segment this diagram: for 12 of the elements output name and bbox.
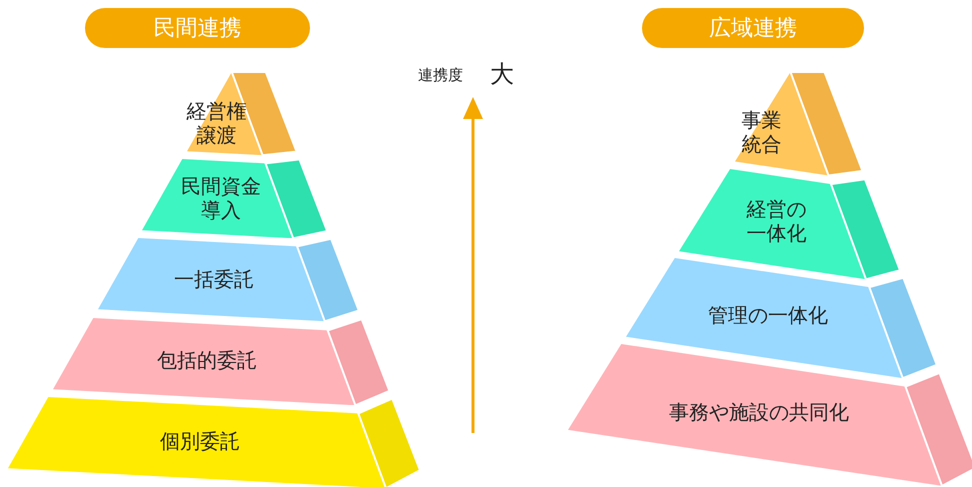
layer-label: 経営の一体化: [746, 196, 808, 245]
axis-label: 連携度: [418, 66, 463, 85]
layer-label: 個別委託: [159, 429, 242, 454]
heading-pill: 広域連携: [642, 8, 864, 48]
layer-label: 管理の一体化: [706, 303, 829, 328]
heading-pill: 民間連携: [85, 8, 310, 48]
layer-label: 民間資金導入: [180, 174, 262, 222]
layer-label: 事務や施設の共同化: [668, 400, 850, 424]
axis-label: 大: [490, 59, 514, 90]
layer-label: 経営権譲渡: [185, 98, 248, 147]
layer-label: 包括的委託: [156, 348, 258, 372]
layer-label: 一括委託: [173, 267, 256, 292]
